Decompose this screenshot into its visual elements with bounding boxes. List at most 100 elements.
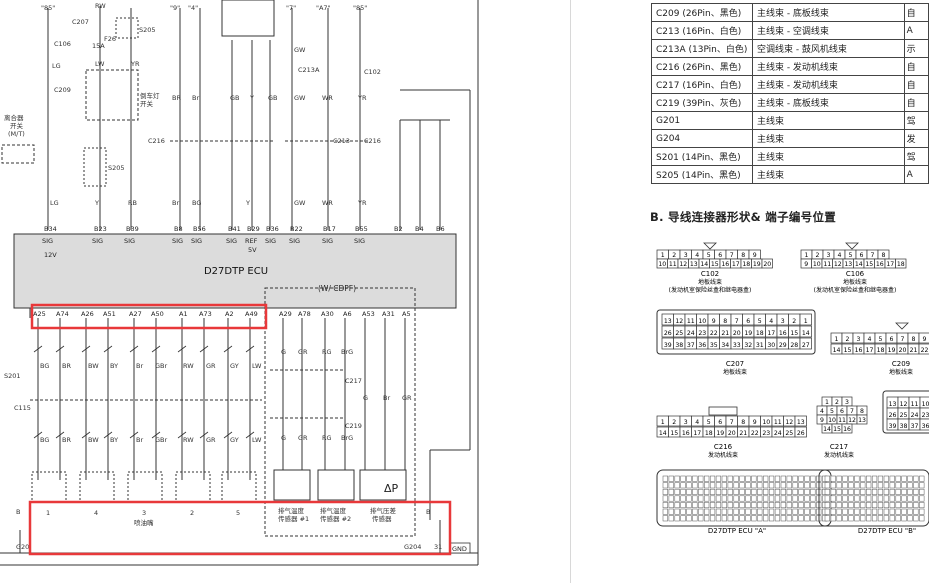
ecu-cavity [919, 495, 925, 502]
ecu-cavity [883, 515, 889, 522]
ecu-cavity [804, 508, 810, 515]
connector-pin-number: 2 [816, 252, 820, 259]
injector-number: 5 [236, 509, 240, 517]
wire-label-rw: RW [95, 2, 106, 10]
ground-label: B [426, 508, 430, 516]
ecu-cavity [721, 508, 727, 515]
wire-color: Br [383, 394, 390, 402]
connector-pin-number: 14 [833, 347, 841, 354]
ecu-cavity [901, 502, 907, 509]
connector-pin-number: 4 [838, 252, 842, 259]
ecu-cavity [810, 488, 816, 495]
ecu-cavity [786, 475, 792, 482]
ecu-cavity [810, 475, 816, 482]
wire-color: GW [294, 199, 306, 207]
ecu-pin: B23 [94, 225, 107, 233]
ecu-cavity [739, 488, 745, 495]
ecu-cavity [739, 482, 745, 489]
ecu-pin: B36 [266, 225, 279, 233]
ecu-cavity [798, 515, 804, 522]
ecu-cavity [751, 502, 757, 509]
wire-color: Br [172, 199, 179, 207]
ecu-cavity [739, 475, 745, 482]
ecu-cavity [786, 482, 792, 489]
ecu-cavity [854, 482, 860, 489]
connector-pin [799, 313, 812, 326]
ecu-cavity [901, 475, 907, 482]
ecu-cavity [786, 508, 792, 515]
ecu-cavity [871, 515, 878, 522]
voltage-5v: 5V [248, 246, 257, 254]
connector-pin-number: 4 [695, 252, 699, 259]
switch-label: 开关 [10, 121, 24, 130]
wire-color: G [281, 348, 286, 356]
ecu-pin: B29 [247, 225, 260, 233]
ecu-cavity [860, 508, 866, 515]
ecu-cavity [860, 482, 866, 489]
ecu-cavity [727, 475, 733, 482]
connector-pin-number: 7 [735, 318, 739, 325]
ecu-cavity [836, 488, 842, 495]
ecu-cavity [836, 475, 842, 482]
wire-color: Y [249, 94, 254, 102]
wire-color: GR [206, 436, 216, 444]
connector-pin-number: 2 [672, 252, 676, 259]
ecu-cavity [889, 502, 895, 509]
wire-color: GB [268, 94, 278, 102]
ecu-cavity [907, 475, 913, 482]
fuse-f26: F26 [104, 35, 116, 43]
injector-number: 4 [94, 509, 98, 517]
connector-pin-number: 9 [804, 261, 808, 268]
connector-pin-number: 17 [886, 261, 894, 268]
connector-desc: 地板线束 [843, 278, 867, 286]
connector-pin-number: 17 [866, 347, 874, 354]
ecu-cavity [824, 475, 830, 482]
pin-role: SIG [172, 237, 183, 245]
ecu-cavity [836, 495, 842, 502]
ecu-cavity [919, 502, 925, 509]
ground-label: 31 [434, 543, 442, 551]
ecu-pin: B55 [355, 225, 368, 233]
ecu-cavity [848, 475, 854, 482]
ecu-cavity [739, 508, 745, 515]
ecu-cavity [698, 502, 704, 509]
connector-pin-number: 21 [721, 330, 729, 337]
connector-pin-number: 2 [792, 318, 796, 325]
connector-label: C213A [298, 66, 320, 74]
ecu-cavity [895, 515, 901, 522]
ecu-cavity [877, 495, 884, 502]
ecu-cavity [798, 495, 804, 502]
fuse-15a: 15A [92, 42, 105, 50]
ecu-cavity [745, 508, 751, 515]
connector-pin-number: 5 [849, 252, 853, 259]
connector-pin-number: 8 [860, 408, 864, 415]
ecu-cavity [686, 475, 692, 482]
connector-pin-number: 22 [751, 430, 759, 437]
ecu-cavity [774, 488, 781, 495]
pin-role: SIG [354, 237, 365, 245]
ecu-cavity [877, 508, 884, 515]
ecu-pin: B4 [415, 225, 424, 233]
wire-color: GR [298, 348, 308, 356]
ecu-cavity [698, 508, 704, 515]
connector-pin-number: 22 [921, 347, 929, 354]
connector-pin [895, 258, 907, 269]
ecu-cavity [786, 515, 792, 522]
connector-pin-number: 6 [718, 419, 722, 426]
ecu-cavity [668, 488, 674, 495]
connector-pin-number: 4 [695, 419, 699, 426]
ecu-cavity [786, 495, 792, 502]
wire-color: Br [192, 94, 199, 102]
connector-pin-number: 16 [682, 430, 690, 437]
ecu-cavity [668, 508, 674, 515]
wire-color: GW [294, 46, 306, 54]
ecu-pin: B22 [290, 225, 303, 233]
connector-pin-number: 11 [911, 401, 919, 408]
voltage-12v: 12V [44, 251, 57, 259]
ecu-cavity [836, 508, 842, 515]
ecu-cavity [919, 475, 925, 482]
ecu-cavity [889, 482, 895, 489]
connector-ecu-a: D27DTP ECU "A" [656, 469, 832, 535]
connector-pin-number: 21 [739, 430, 747, 437]
